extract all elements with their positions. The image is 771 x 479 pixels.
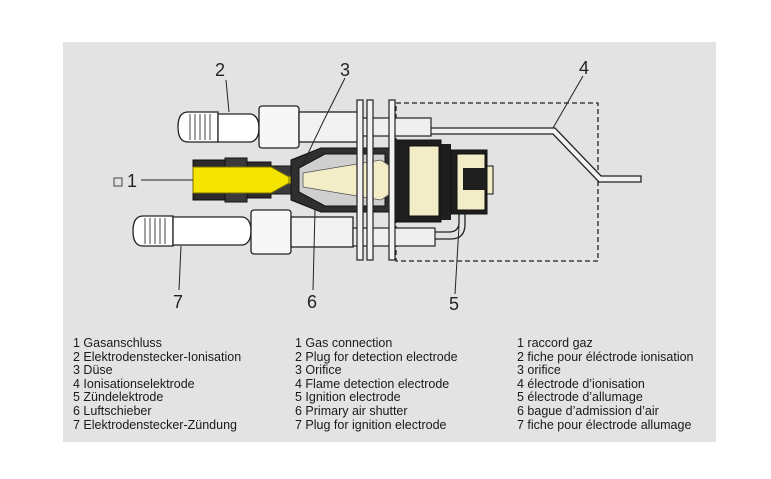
callout-1: 1 [127,171,137,191]
legend-item: 2 Elektrodenstecker-Ionisation [73,349,242,364]
legend-item: 6 Luftschieber [73,403,152,418]
legend-item: 7 fiche pour électrode allumage [517,417,692,432]
legend-english: 1 Gas connection 2 Plug for detection el… [295,336,458,432]
callout-6: 6 [307,292,317,312]
legend-item: 4 électrode d’ionisation [517,376,645,391]
ignition-electrode-wire [433,206,466,240]
callout-7: 7 [173,292,183,312]
callout-4: 4 [579,58,589,78]
legend-item: 1 Gasanschluss [73,336,162,350]
legend-item: 5 électrode d’allumage [517,390,643,405]
leader-line-2 [225,79,230,113]
legend-item: 2 Plug for detection electrode [295,349,458,364]
square-marker [113,177,123,187]
mounting-plate-mid [366,99,374,261]
legend-item: 3 orifice [517,363,561,378]
ignition-electrode-plug [132,209,354,255]
legend-item: 7 Plug for ignition electrode [295,417,447,432]
leader-line-6 [312,209,316,291]
mounting-plate-rear [388,99,396,261]
leader-line-5 [454,225,460,295]
legend-item: 1 Gas connection [295,336,393,350]
legend-item: 3 Orifice [295,363,342,378]
gas-connection [192,157,302,203]
legend-item: 6 bague d’admission d’air [517,403,659,418]
legend-item: 7 Elektrodenstecker-Zündung [73,417,237,432]
legend-item: 6 Primary air shutter [295,403,408,418]
legend-item: 5 Ignition electrode [295,390,401,405]
callout-5: 5 [449,294,459,314]
callout-3: 3 [340,60,350,80]
ionisation-electrode-wire [420,127,642,183]
detection-electrode-plug [177,105,362,149]
legend-item: 4 Flame detection electrode [295,376,450,391]
diagram-panel: 1 2 3 4 5 6 7 1 Gasanschluss 2 Elektrode… [63,42,716,442]
legend-item: 4 Ionisationselektrode [73,376,195,391]
mounting-plate-front [356,99,364,261]
legend-item: 3 Düse [73,363,113,378]
callout-2: 2 [215,60,225,80]
legend-item: 2 fiche pour éléctrode ionisation [517,349,694,364]
burner-head [392,139,494,223]
legend-item: 1 raccord gaz [517,336,593,350]
legend-german: 1 Gasanschluss 2 Elektrodenstecker-Ionis… [73,336,242,432]
legend-french: 1 raccord gaz 2 fiche pour éléctrode ion… [517,336,694,432]
leader-line-3 [302,77,346,165]
legend-item: 5 Zündelektrode [73,390,164,405]
leader-line-7 [178,245,182,291]
leader-line-4 [552,75,584,129]
burner-assembly-drawing: 1 2 3 4 5 6 7 [113,58,642,314]
